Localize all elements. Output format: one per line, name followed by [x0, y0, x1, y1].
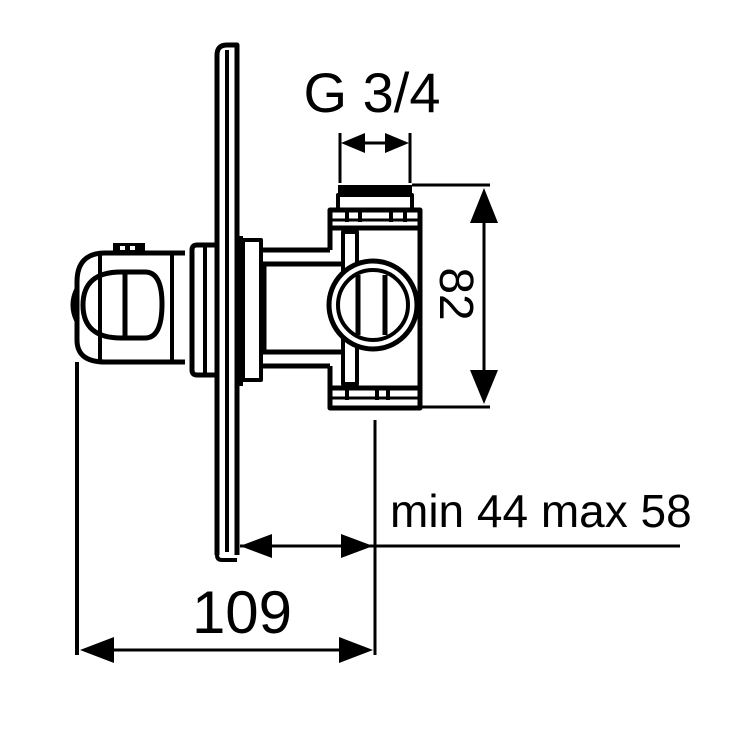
thread-size-label: G 3/4 [304, 61, 441, 124]
wall-cover-plate [214, 42, 240, 562]
height-label: 82 [429, 267, 482, 320]
valve-neck [261, 247, 345, 369]
collar [189, 242, 218, 378]
thread-dimension [338, 133, 412, 183]
depth-range-label: min 44 max 58 [390, 485, 692, 537]
overall-length-label: 109 [192, 579, 292, 646]
height-dimension [412, 183, 498, 409]
valve-body [326, 207, 423, 411]
threaded-outlet [336, 185, 414, 212]
overall-length-dimension [75, 362, 373, 663]
depth-range-dimension [240, 420, 680, 655]
handle-knob [70, 243, 185, 365]
rear-flange [237, 236, 263, 386]
